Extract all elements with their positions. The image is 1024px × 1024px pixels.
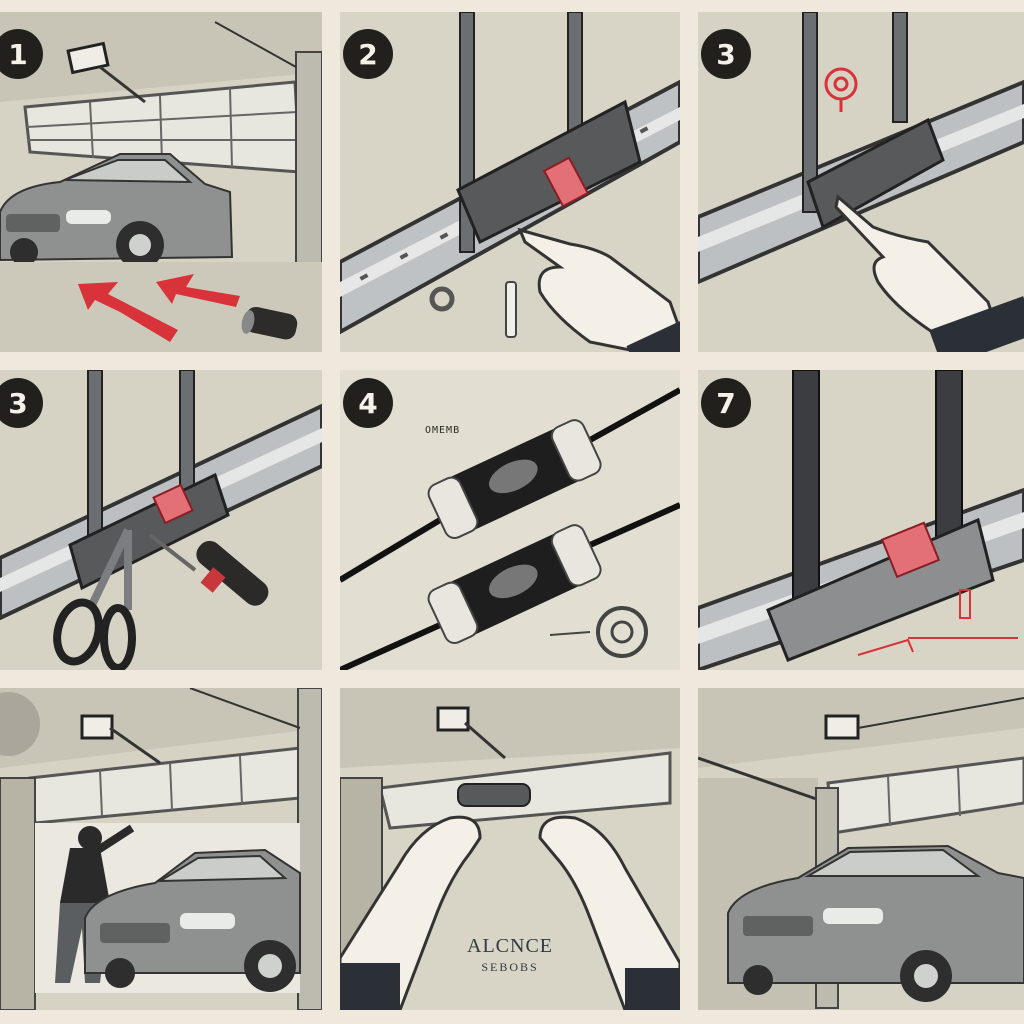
panel-3: 3 (698, 12, 1024, 352)
panel-4: 3 (0, 370, 322, 670)
step-number-badge: 2 (343, 29, 393, 79)
garage-person-illustration (0, 688, 322, 1010)
garage-final-illustration (698, 688, 1024, 1010)
panel-6: 7 (698, 370, 1024, 670)
panel-9 (698, 688, 1024, 1010)
panel-8: ALCNCE SEBOBS (340, 688, 680, 1010)
step-number-badge: 3 (701, 29, 751, 79)
sensor-pair-illustration (340, 370, 680, 670)
sensor-label: OMEMB (425, 425, 460, 436)
caption-main: ALCNCE (440, 935, 580, 958)
panel-2: 2 (340, 12, 680, 352)
caption-sub: SEBOBS (440, 960, 580, 975)
step-number-badge: 4 (343, 378, 393, 428)
panel-5: 4 OMEMB (340, 370, 680, 670)
tools-illustration (0, 370, 322, 670)
garage-scene-illustration (0, 12, 322, 352)
panel-7 (0, 688, 322, 1010)
step-number-badge: 7 (701, 378, 751, 428)
panel-1: 1 (0, 12, 322, 352)
